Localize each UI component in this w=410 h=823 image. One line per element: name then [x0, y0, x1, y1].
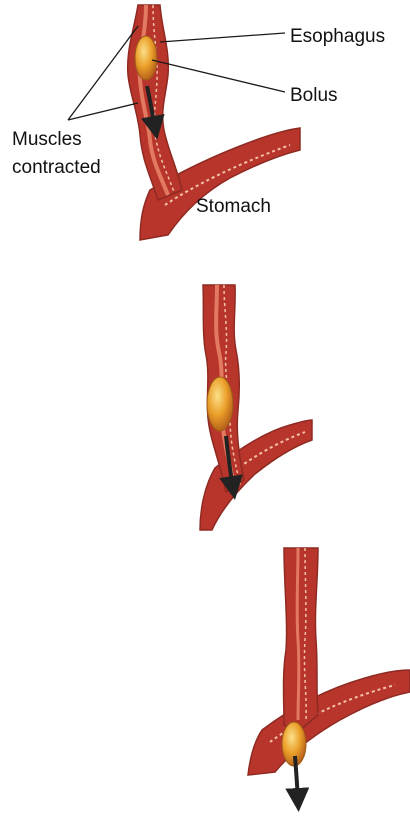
esophagus-label: Esophagus	[290, 26, 385, 47]
stage-3-esophagus	[248, 548, 410, 800]
muscles-label-line1: Muscles	[12, 129, 82, 150]
stomach-wall-3	[248, 670, 410, 775]
bolus-label: Bolus	[290, 85, 338, 106]
esophagus-tube-3	[284, 548, 319, 730]
bolus-1	[135, 36, 157, 80]
bolus-2	[207, 377, 233, 431]
stomach-label: Stomach	[196, 196, 271, 217]
bolus-leader	[152, 60, 285, 92]
esophagus-leader	[160, 33, 285, 42]
stage-2-esophagus	[200, 285, 312, 530]
muscles-label-line2: contracted	[12, 157, 101, 178]
